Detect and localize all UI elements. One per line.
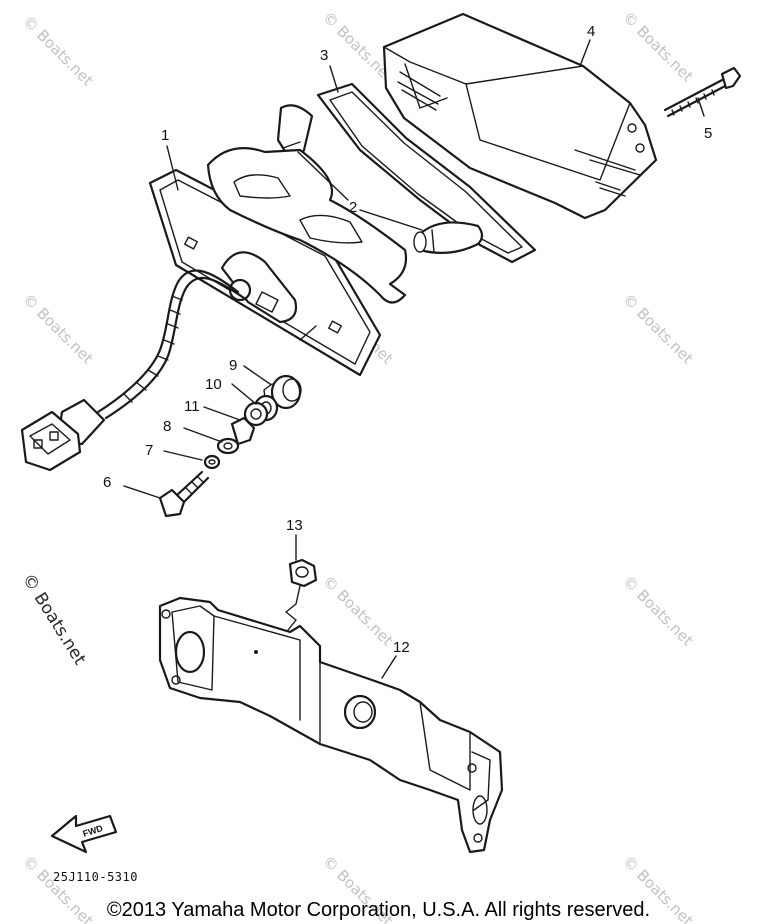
grommet-9 [263, 374, 302, 410]
diagram-code: 25J110-5310 [53, 870, 138, 884]
nut-13 [288, 558, 318, 588]
watermark: © Boats.net [619, 290, 697, 368]
callout-12: 12 [393, 639, 410, 656]
callout-10: 10 [205, 376, 222, 393]
mounting-bracket [158, 596, 504, 854]
spacer-8 [230, 416, 256, 446]
callout-2: 2 [349, 199, 357, 216]
callout-13: 13 [286, 517, 303, 534]
watermark: © Boats.net [619, 8, 697, 86]
wiring-harness [20, 269, 246, 472]
washer-7 [216, 437, 240, 455]
bulb-lower [413, 221, 484, 255]
watermark: © Boats.net [19, 12, 97, 90]
callout-6: 6 [103, 474, 111, 491]
callout-7: 7 [145, 442, 153, 459]
callout-4: 4 [587, 23, 595, 40]
copyright-notice: ©2013 Yamaha Motor Corporation, U.S.A. A… [106, 899, 651, 921]
lamp-body [148, 147, 408, 377]
watermark: © Boats.net [619, 572, 697, 650]
watermark: © Boats.net [319, 572, 397, 650]
callout-8: 8 [163, 418, 171, 435]
watermark-main: © Boats.net [18, 570, 90, 669]
lens-gasket [316, 82, 537, 264]
watermark: © Boats.net [19, 290, 97, 368]
washer-11 [243, 401, 269, 427]
callout-11: 11 [184, 398, 200, 415]
forward-arrow-icon: FWD [50, 814, 118, 854]
lens-screw [663, 66, 742, 118]
callouts: 1 2 3 4 5 6 7 8 9 10 11 12 13 [103, 23, 712, 656]
callout-5: 5 [704, 125, 712, 142]
callout-3: 3 [320, 47, 328, 64]
tail-lamp-lens [382, 12, 658, 220]
bolt-6 [158, 470, 210, 518]
callout-9: 9 [229, 357, 237, 374]
callout-1: 1 [161, 127, 169, 144]
lock-washer [203, 454, 221, 470]
leader-lines [123, 39, 705, 679]
